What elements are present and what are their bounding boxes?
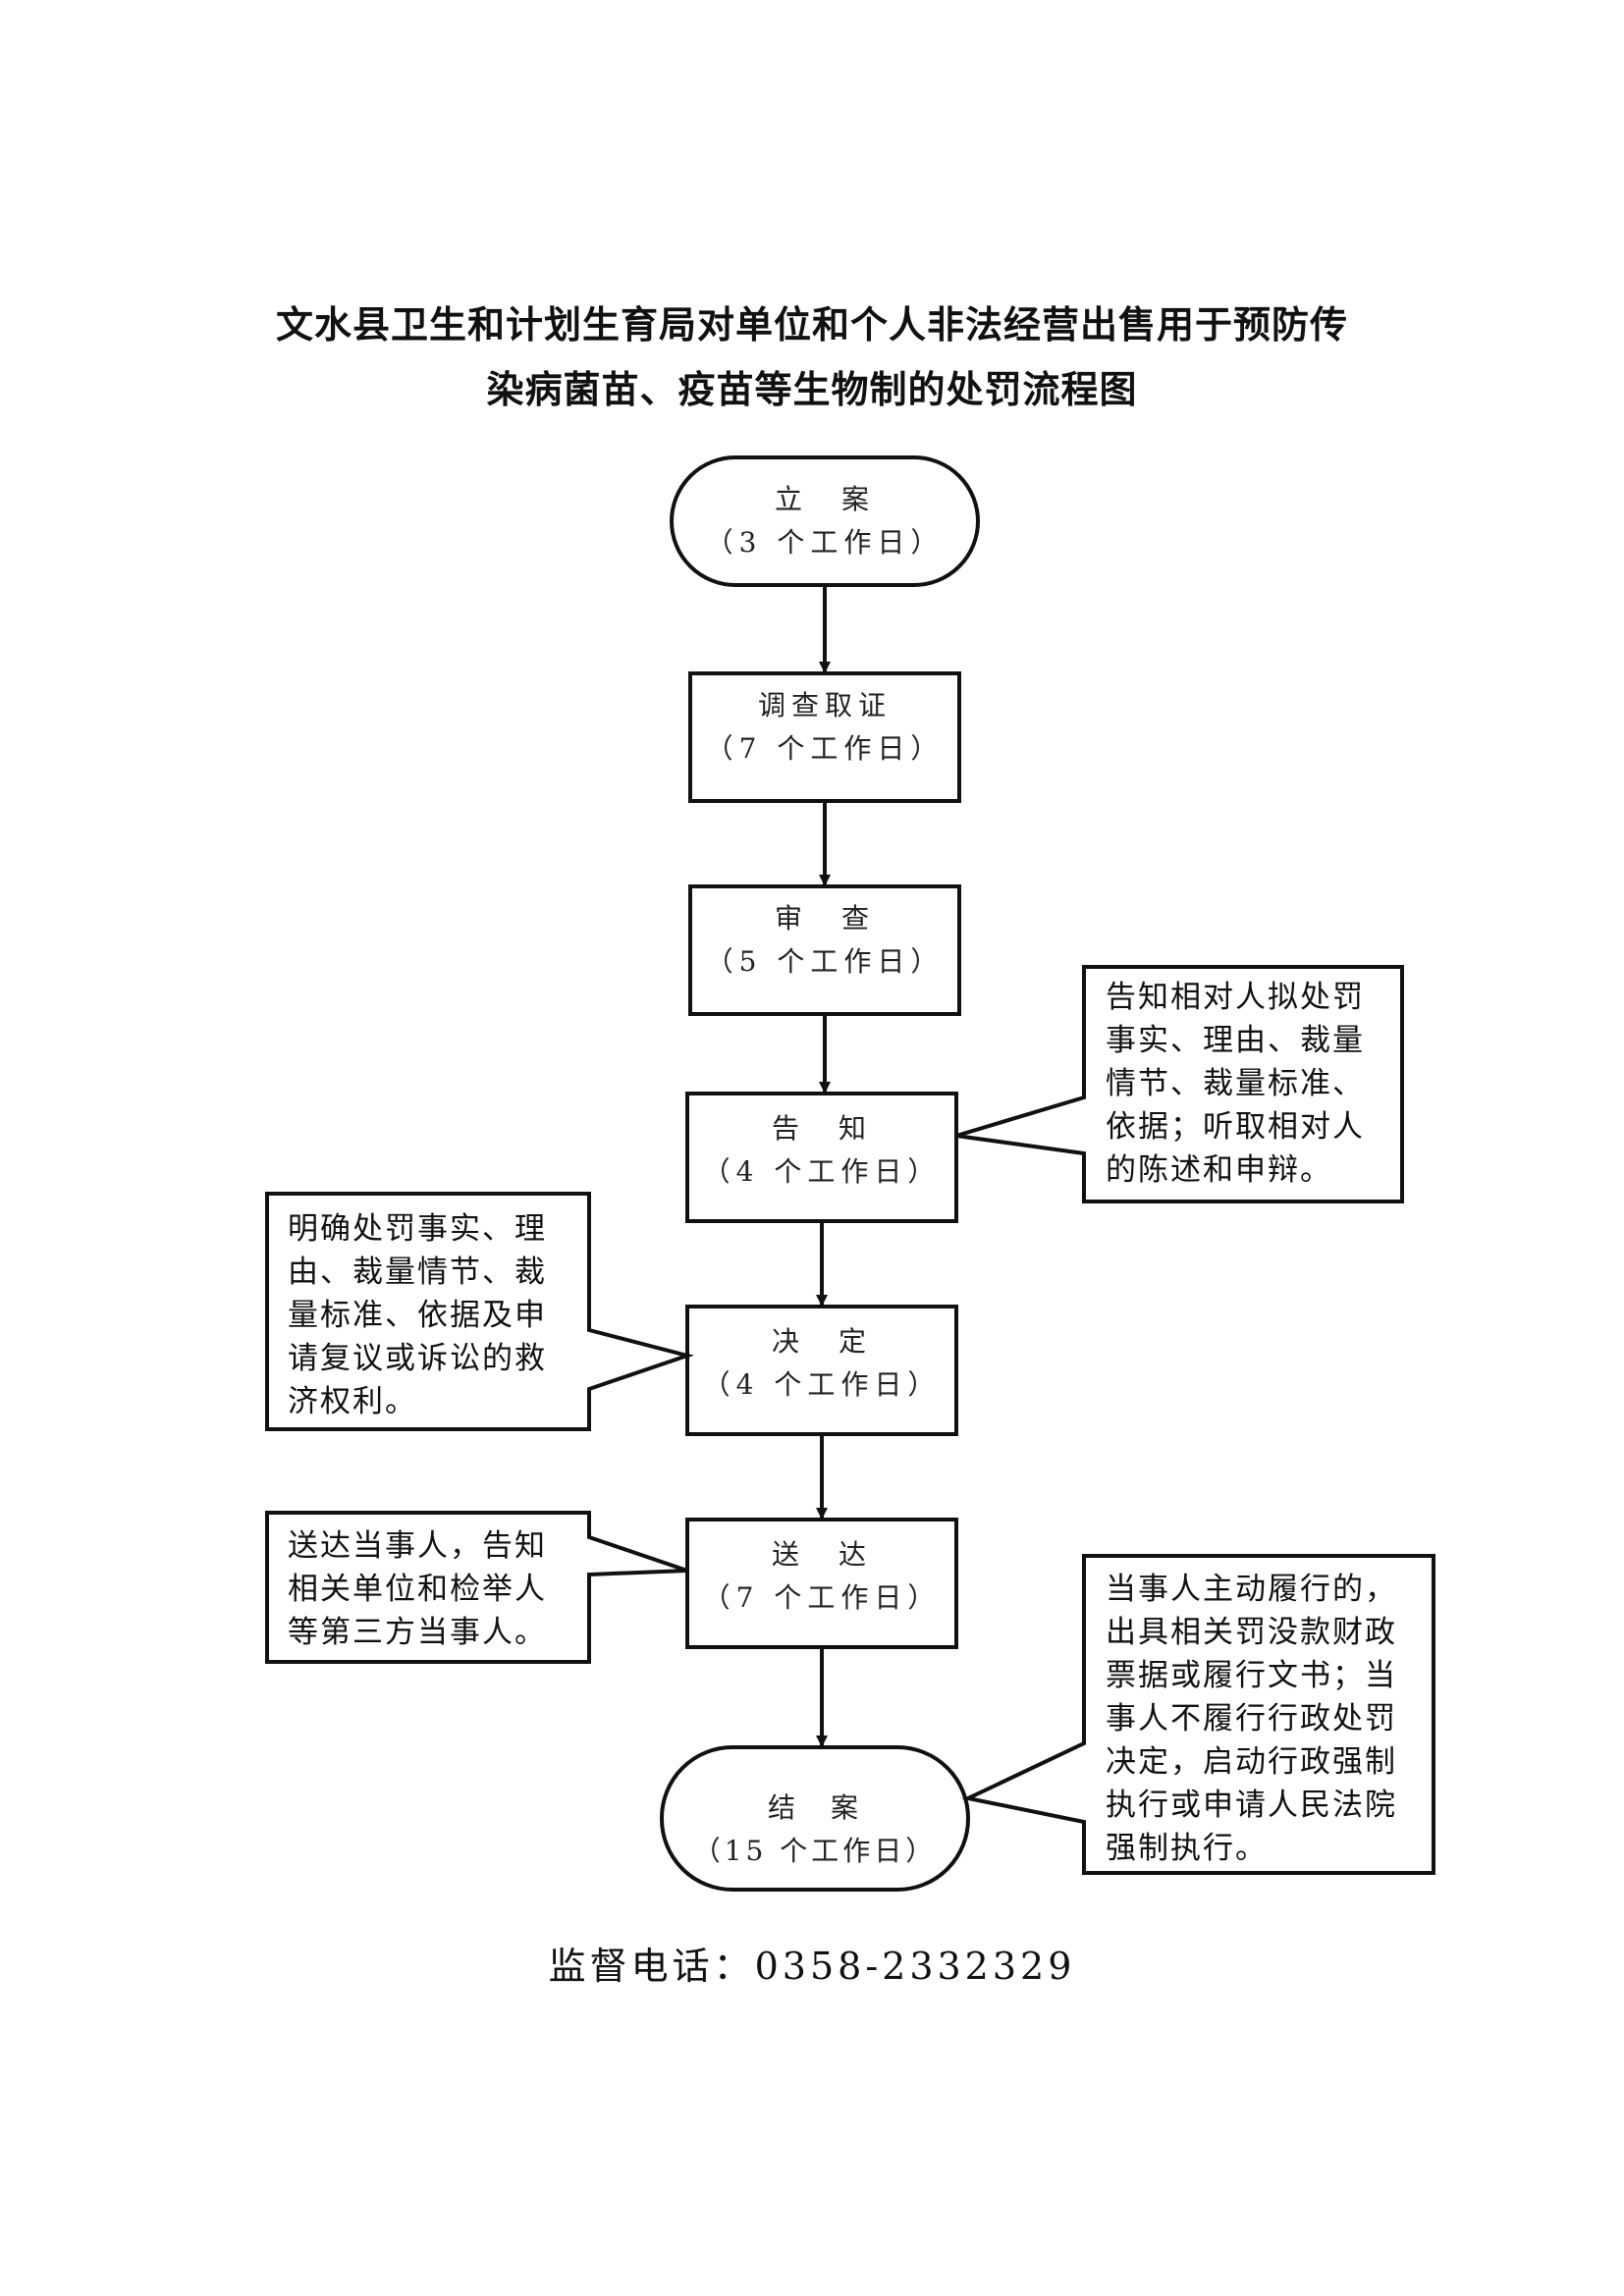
node-review-name: 审 查 [774,902,875,934]
node-filing-name: 立 案 [774,483,875,515]
node-shape-close [660,1745,970,1892]
diagram-title-line1: 文水县卫生和计划生育局对单位和个人非法经营出售用于预防传 [275,303,1348,347]
node-deliver: 送 达 （7 个工作日） [687,1533,956,1620]
node-decide: 决 定 （4 个工作日） [687,1320,956,1407]
node-shape-investigation [688,671,961,803]
node-investigation: 调查取证 （7 个工作日） [690,684,959,771]
hotline-label: 监督电话： [548,1945,755,1988]
node-investigation-name: 调查取证 [757,689,892,721]
callout-deliver-text: 送达当事人，告知相关单位和检举人等第三方当事人。 [288,1528,547,1650]
callout-notify-text: 告知相对人拟处罚事实、理由、裁量情节、裁量标准、依据；听取相对人的陈述和申辩。 [1106,980,1365,1188]
callout-shape-notify [955,965,1404,1203]
node-filing: 立 案 （3 个工作日） [672,478,978,564]
node-deliver-name: 送 达 [771,1538,872,1571]
node-notify-name: 告 知 [771,1112,872,1145]
callout-shape-deliver [265,1511,688,1664]
node-notify: 告 知 （4 个工作日） [687,1107,956,1194]
callout-shape-close [961,1554,1435,1875]
callout-close-text: 当事人主动履行的，出具相关罚没款财政票据或履行文书；当事人不履行行政处罚决定，启… [1106,1572,1397,1866]
node-deliver-duration: （7 个工作日） [702,1581,942,1614]
callout-shape-decide [265,1192,694,1431]
node-notify-duration: （4 个工作日） [702,1155,942,1188]
node-investigation-duration: （7 个工作日） [705,732,945,765]
supervision-hotline: 监督电话：0358-2332329 [0,1936,1624,1990]
callout-decide-text: 明确处罚事实、理由、裁量情节、裁量标准、依据及申请复议或诉讼的救济权利。 [288,1211,547,1419]
node-review: 审 查 （5 个工作日） [690,897,959,984]
node-decide-name: 决 定 [771,1325,872,1358]
node-review-duration: （5 个工作日） [705,945,945,978]
node-close-name: 结 案 [767,1791,862,1824]
diagram-title-line2: 染病菌苗、疫苗等生物制的处罚流程图 [486,368,1138,411]
node-close: 结 案 （15 个工作日） [662,1787,968,1873]
hotline-number: 0358-2332329 [754,1945,1076,1988]
node-close-duration: （15 个工作日） [692,1835,938,1867]
node-decide-duration: （4 个工作日） [702,1368,942,1401]
node-filing-duration: （3 个工作日） [705,526,945,559]
